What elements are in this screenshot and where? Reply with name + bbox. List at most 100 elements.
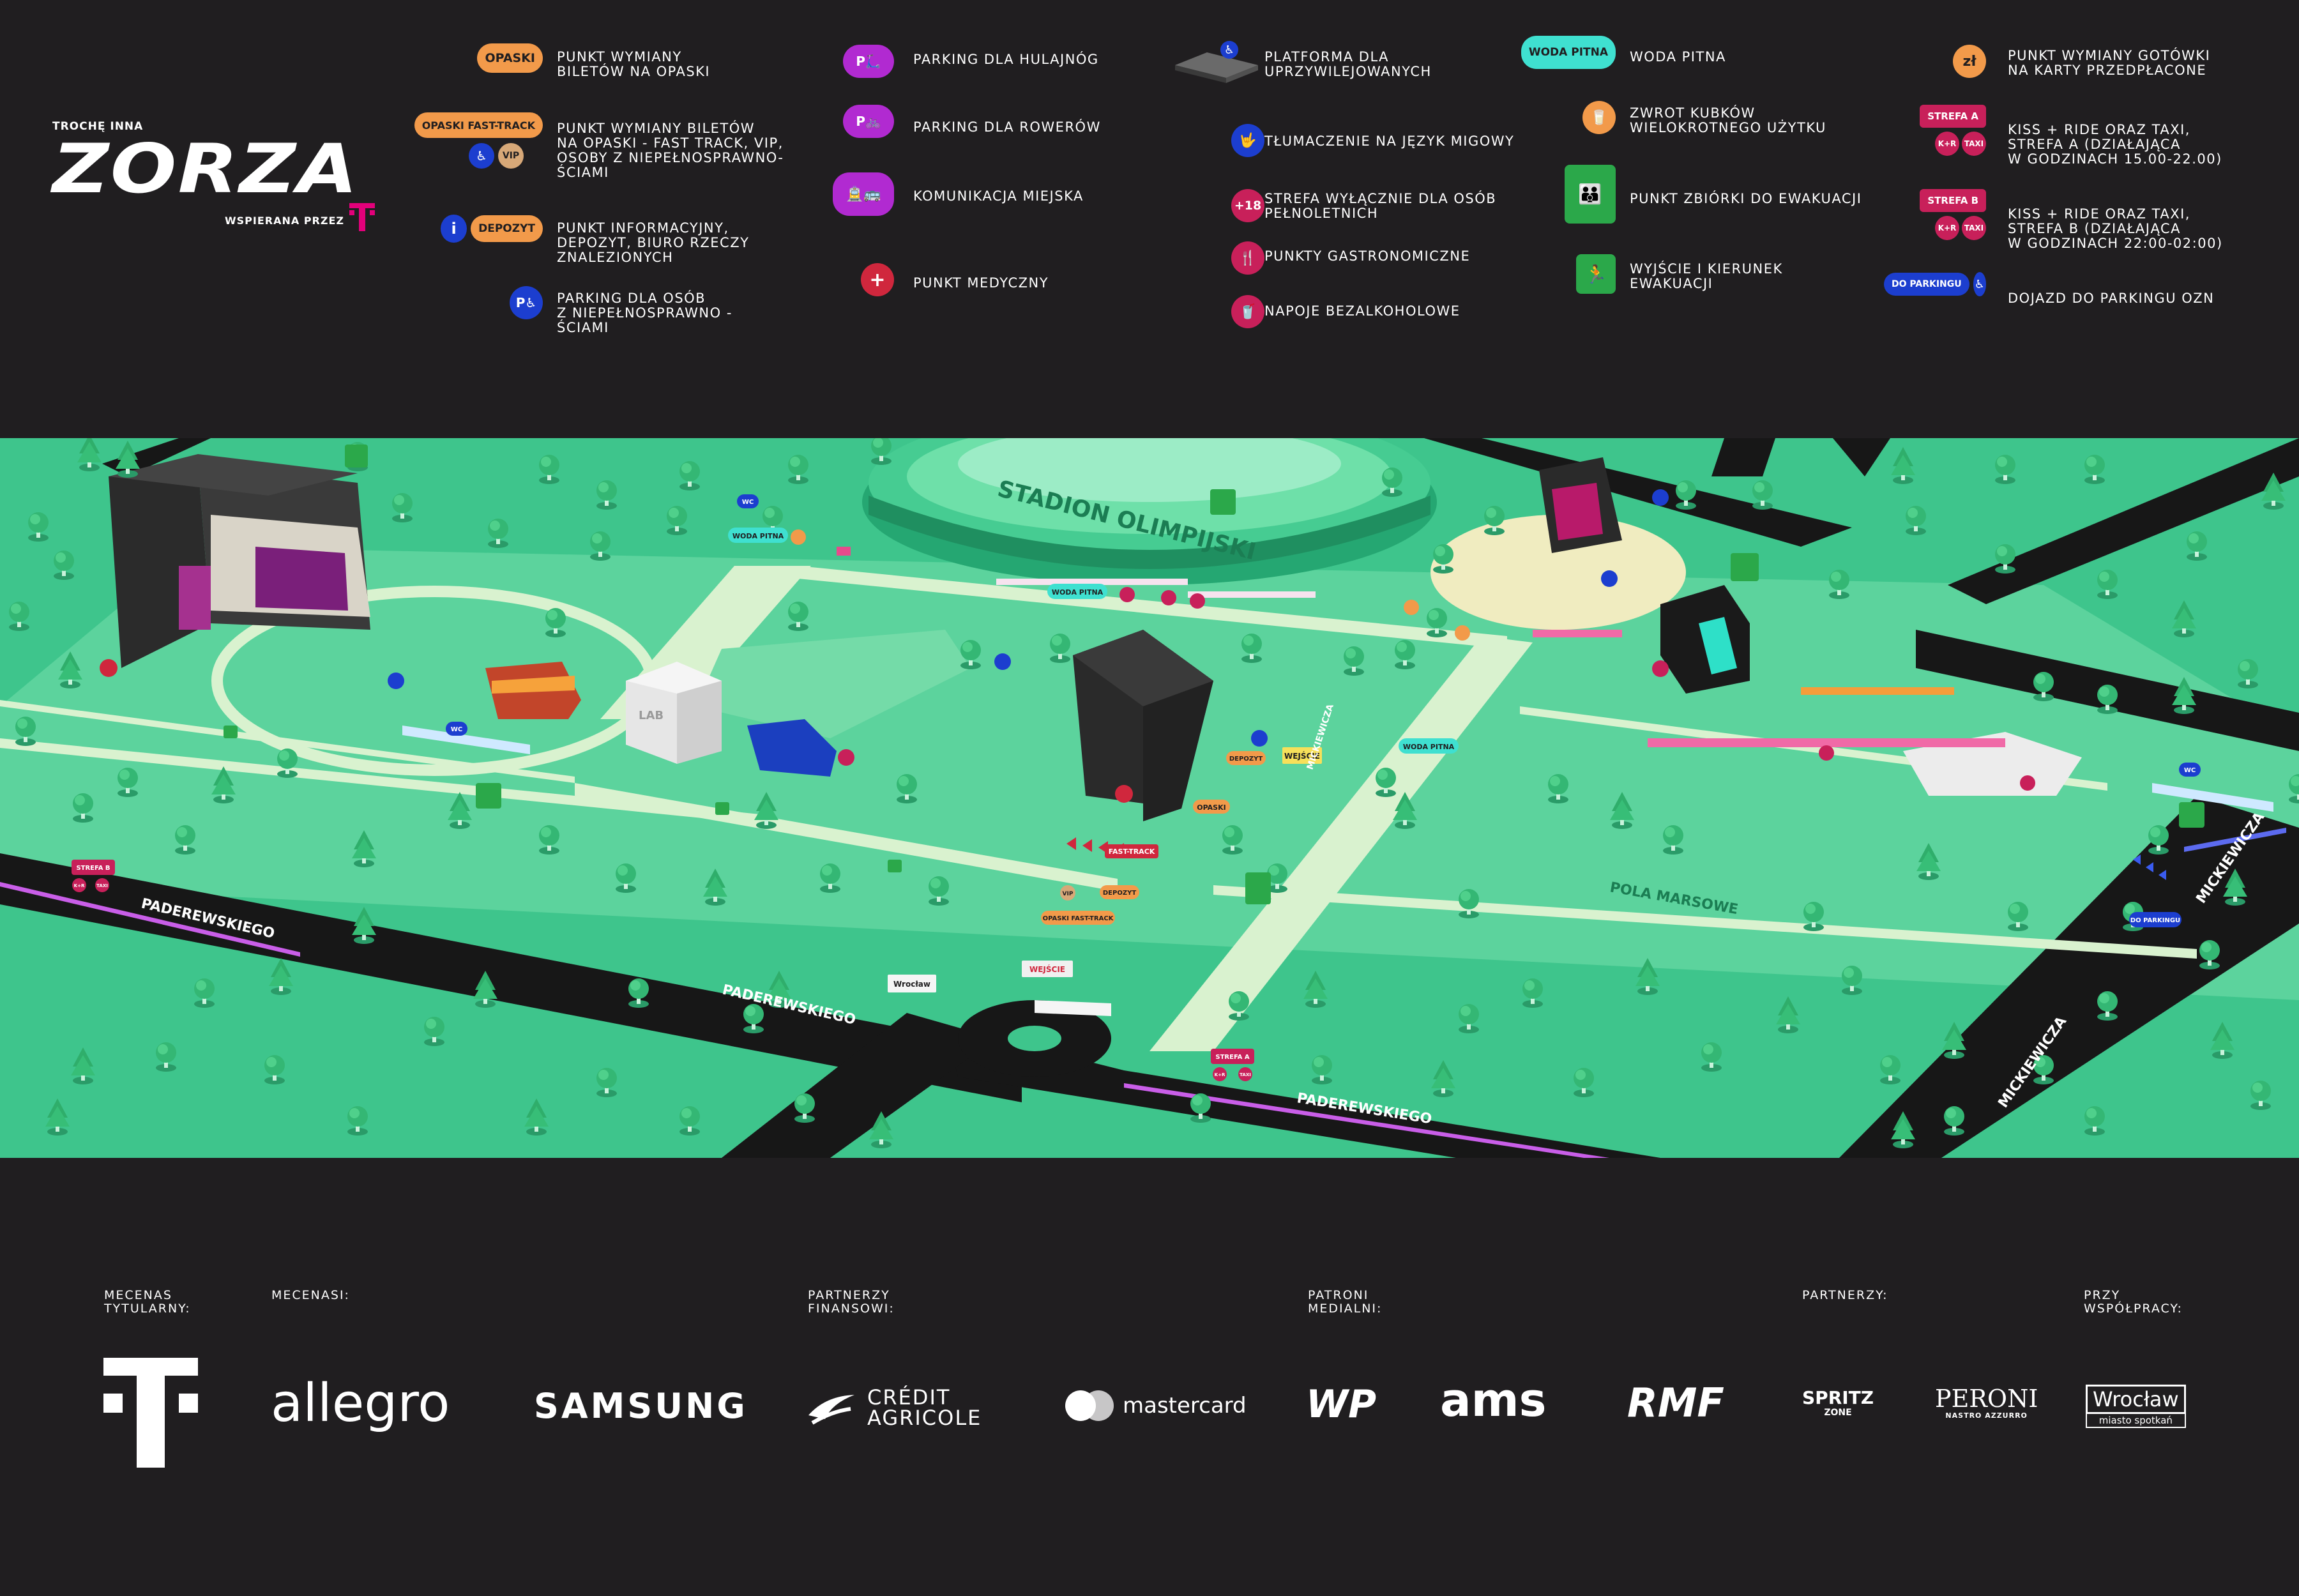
map-markers: [100, 445, 2204, 904]
legend-text: WYJŚCIE I KIERUNEK EWAKUACJI: [1630, 261, 1783, 291]
brand-supported-by: WSPIERANA PRZEZ: [225, 215, 345, 227]
legend-text: DOJAZD DO PARKINGU OZN: [2008, 291, 2215, 306]
svg-text:K+R: K+R: [74, 883, 85, 888]
disabled-parking-icon: P♿: [510, 286, 543, 319]
legend-item-evacuation-point: 👪 PUNKT ZBIÓRKI DO EWAKUACJI: [1520, 165, 1862, 224]
sponsor-category-financial: PARTNERZY FINANSOWI:: [808, 1288, 895, 1316]
opaski-fast-track-badge: OPASKI FAST-TRACK: [414, 112, 543, 138]
mastercard-icon: [1065, 1390, 1114, 1421]
tram-bus-icon: 🚊🚌: [833, 172, 894, 216]
legend-text: PARKING DLA HULAJNÓG: [913, 52, 1099, 67]
legend-text: KISS + RIDE ORAZ TAXI, STREFA B (DZIAŁAJ…: [2008, 206, 2223, 251]
strefa-a-sign: STREFA A K+R TAXI: [1211, 1049, 1254, 1081]
water-sign-1: WODA PITNA: [728, 528, 788, 543]
depozyt-badge: DEPOZYT: [471, 215, 543, 242]
water-badge: WODA PITNA: [1521, 36, 1616, 69]
lab-label: LAB: [639, 709, 664, 722]
legend-item-sign-language: 🤟 TŁUMACZENIE NA JĘZYK MIGOWY: [1150, 124, 1514, 157]
credit-agricole-icon: [808, 1395, 854, 1425]
spritz-text: SPRITZ: [1802, 1387, 1874, 1408]
legend-item-parking-ozn: DO PARKINGU ♿ DOJAZD DO PARKINGU OZN: [1884, 272, 2214, 306]
entrance-sign-2: WEJŚCIE: [1282, 747, 1322, 764]
fence: [2152, 783, 2273, 812]
samsung-stage: [747, 719, 837, 777]
allegro-logo: allegro: [271, 1373, 450, 1434]
wp-logo: WP: [1306, 1382, 1377, 1427]
svg-text:WODA PITNA: WODA PITNA: [1403, 743, 1455, 751]
credit-agricole-line2: AGRICOLE: [867, 1406, 982, 1430]
legend-item-parking-disabled: P♿ PARKING DLA OSÓB Z NIEPEŁNOSPRAWNO - …: [441, 286, 732, 335]
sign-language-icon: 🤟: [1231, 124, 1264, 157]
telekom-t-icon: [349, 203, 375, 231]
legend-text: PLATFORMA DLA UPRZYWILEJOWANYCH: [1264, 49, 1432, 79]
taxi-badge: TAXI: [1962, 216, 1986, 240]
rmf-logo: RMF: [1627, 1379, 1724, 1426]
opaski-fast-track-sign: OPASKI FAST-TRACK: [1041, 911, 1115, 925]
peroni-logo: PERONI NASTRO AZZURRO: [1935, 1386, 2038, 1420]
legend-text: PUNKTY GASTRONOMICZNE: [1264, 248, 1471, 264]
legend-text: KISS + RIDE ORAZ TAXI, STREFA A (DZIAŁAJ…: [2008, 122, 2222, 167]
svg-text:DO PARKINGU: DO PARKINGU: [2130, 917, 2180, 924]
svg-text:♿: ♿: [1224, 43, 1234, 57]
legend-text: PUNKT WYMIANY BILETÓW NA OPASKI - FAST T…: [557, 121, 784, 180]
svg-text:WC: WC: [2184, 767, 2196, 774]
svg-text:VIP: VIP: [1063, 891, 1074, 897]
festival-map: STADION OLIMPIJSKI L: [0, 438, 2299, 1158]
spritz-zone-logo: SPRITZ ZONE: [1802, 1388, 1874, 1418]
center-stage: [1073, 630, 1213, 821]
platform-icon: ♿: [1175, 41, 1258, 83]
lane-arrows: [2133, 855, 2166, 880]
legend-text: PARKING DLA ROWERÓW: [913, 119, 1101, 135]
legend-text: PUNKT INFORMACYJNY, DEPOZYT, BIURO RZECZ…: [557, 220, 750, 265]
food-stalls: [837, 547, 2005, 747]
wroclaw-text: Wrocław: [2086, 1385, 2186, 1414]
legend-item-opaski: OPASKI PUNKT WYMIANY BILETÓW NA OPASKI: [441, 43, 710, 79]
legend-text: NAPOJE BEZALKOHOLOWE: [1264, 303, 1461, 319]
sponsor-category-patrons: MECENASI:: [271, 1288, 350, 1302]
miasto-spotkan-text: miasto spotkań: [2086, 1414, 2186, 1428]
medical-cross-icon: +: [861, 263, 894, 296]
legend-text: STREFA WYŁĄCZNIE DLA OSÓB PEŁNOLETNICH: [1264, 191, 1497, 221]
svg-text:FAST-TRACK: FAST-TRACK: [1109, 847, 1155, 856]
svg-text:DEPOZYT: DEPOZYT: [1103, 890, 1136, 897]
sponsor-category-cooperation: PRZY WSPÓŁPRACY:: [2084, 1288, 2183, 1316]
adults-only-icon: +18: [1231, 189, 1264, 222]
vip-badge: VIP: [498, 143, 524, 169]
mastercard-logo: mastercard: [1064, 1390, 1247, 1422]
svg-text:OPASKI FAST-TRACK: OPASKI FAST-TRACK: [1043, 915, 1114, 922]
svg-text:WEJŚCIE: WEJŚCIE: [1284, 751, 1320, 761]
svg-text:OPASKI: OPASKI: [1197, 803, 1225, 812]
strefa-a-badge: STREFA A: [1920, 105, 1986, 128]
stage-plaza: [1430, 515, 1686, 630]
brand-logo: TROCHĘ INNA ZORZA WSPIERANA PRZEZ: [52, 120, 384, 231]
entrance-sign: WEJŚCIE: [1022, 961, 1073, 977]
strefa-b-badge: STREFA B: [1920, 189, 1986, 212]
legend-text: PUNKT ZBIÓRKI DO EWAKUACJI: [1630, 191, 1862, 206]
sponsor-category-partners: PARTNERZY:: [1802, 1288, 1888, 1302]
svg-text:WODA PITNA: WODA PITNA: [1052, 588, 1104, 597]
zone-text: ZONE: [1824, 1408, 1852, 1418]
wc-signs: WC WC WC: [446, 494, 2201, 777]
evacuation-point-icon: 👪: [1565, 165, 1616, 224]
map-canvas: STADION OLIMPIJSKI L: [0, 438, 2299, 1158]
legend-item-opaski-fast-track: OPASKI FAST-TRACK ♿ VIP PUNKT WYMIANY BI…: [414, 112, 784, 180]
wheelchair-icon: ♿: [469, 143, 494, 169]
east-stage: [1539, 457, 1622, 553]
brand-tagline: TROCHĘ INNA: [52, 120, 144, 133]
legend-item-public-transport: 🚊🚌 KOMUNIKACJA MIEJSKA: [798, 172, 1084, 216]
svg-text:STREFA A: STREFA A: [1215, 1054, 1249, 1061]
x-pavilion: [1660, 585, 1750, 694]
legend-item-18-zone: +18 STREFA WYŁĄCZNIE DLA OSÓB PEŁNOLETNI…: [1150, 189, 1496, 222]
svg-text:TAXI: TAXI: [96, 883, 108, 888]
opaski-sign: OPASKI: [1193, 800, 1230, 814]
road-mickiewicza: [1839, 796, 2299, 1158]
strefa-b-sign: STREFA B K+R TAXI: [72, 860, 115, 892]
svg-text:K+R: K+R: [1215, 1072, 1225, 1077]
bike-parking-icon: P🚲: [843, 105, 894, 138]
exit-icon: 🏃: [1576, 254, 1616, 294]
fence: [402, 726, 530, 754]
credit-agricole-logo: CRÉDIT AGRICOLE: [806, 1387, 982, 1428]
legend-item-medical: + PUNKT MEDYCZNY: [798, 263, 1049, 296]
sponsor-category-media: PATRONI MEDIALNI:: [1308, 1288, 1383, 1316]
